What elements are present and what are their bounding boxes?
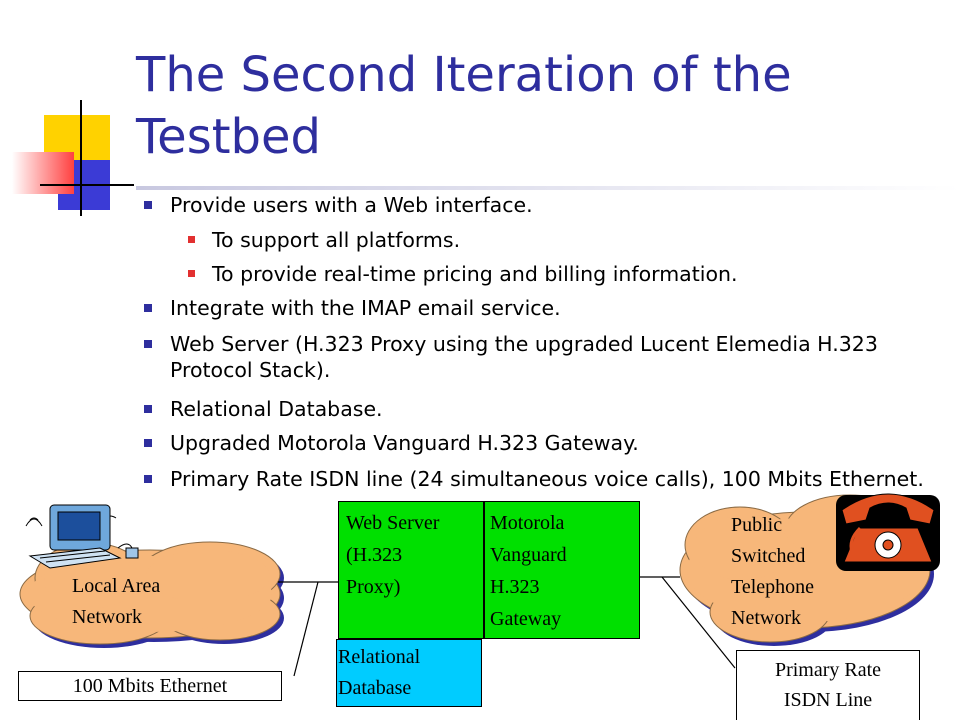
bullet-square-icon [144,340,152,348]
bullet-item: Relational Database. [144,396,930,422]
bullet-text: Web Server (H.323 Proxy using the upgrad… [170,332,878,382]
pstn-line: Switched [731,545,806,567]
isdn-label: Primary Rate ISDN Line [736,650,920,720]
ethernet-label-text: 100 Mbits Ethernet [72,675,228,697]
bullet-item: Web Server (H.323 Proxy using the upgrad… [144,331,930,383]
gateway-box [484,501,640,639]
pstn-label: Public Switched Telephone Network [731,510,814,634]
decor-horizontal-line [40,184,134,186]
bullet-text: Primary Rate ISDN line (24 simultaneous … [170,467,924,491]
pstn-line: Public [731,514,783,536]
isdn-label-line: ISDN Line [783,689,873,711]
bullet-text: Relational Database. [170,397,383,421]
bullet-square-icon [144,439,152,447]
web-server-line: (H.323 [346,544,403,566]
web-server-box [338,501,484,639]
isdn-label-line: Primary Rate [774,659,882,681]
pstn-line: Network [731,607,801,629]
pstn-line: Telephone [731,576,815,598]
sub-bullet-item: To support all platforms. [188,227,932,253]
sub-bullet-text: To support all platforms. [212,228,461,252]
sub-bullet-item: To provide real-time pricing and billing… [188,261,932,287]
decor-red-square [12,152,74,194]
sub-bullet-square-icon [188,270,195,277]
lan-label-line: Local Area [72,575,161,597]
bullet-item: Primary Rate ISDN line (24 simultaneous … [144,466,930,492]
database-box [336,639,482,707]
slide-title: The Second Iteration of the Testbed [136,47,792,165]
gateway-line: Motorola [490,512,565,534]
lan-label: Local Area Network [72,571,160,633]
database-line: Database [338,677,412,699]
bullet-square-icon [144,405,152,413]
bullet-item: Provide users with a Web interface. [144,192,930,218]
bullet-square-icon [144,475,152,483]
connection-lines [278,576,736,677]
bullet-text: Upgraded Motorola Vanguard H.323 Gateway… [170,431,639,455]
bullet-square-icon [144,201,152,209]
bullet-text: Provide users with a Web interface. [170,193,533,217]
sub-bullet-text: To provide real-time pricing and billing… [212,262,738,286]
gateway-line: Gateway [490,608,562,630]
decor-vertical-line [80,100,82,216]
telephone-icon [836,493,940,571]
bullet-item: Upgraded Motorola Vanguard H.323 Gateway… [144,430,930,456]
lan-label-line: Network [72,606,142,628]
gateway-line: Vanguard [490,544,567,566]
bullet-square-icon [144,304,152,312]
web-server-line: Proxy) [346,576,401,598]
ethernet-label: 100 Mbits Ethernet [18,671,282,701]
database-line: Relational [338,646,421,668]
database-label: Relational Database [338,642,420,704]
web-server-label: Web Server (H.323 Proxy) [346,507,439,603]
gateway-line: H.323 [490,576,540,598]
gateway-label: Motorola Vanguard H.323 Gateway [490,507,567,635]
bullet-item: Integrate with the IMAP email service. [144,295,930,321]
bullet-text: Integrate with the IMAP email service. [170,296,561,320]
title-underline [136,186,960,190]
web-server-line: Web Server [346,512,440,534]
sub-bullet-square-icon [188,236,195,243]
computer-icon [25,504,139,569]
